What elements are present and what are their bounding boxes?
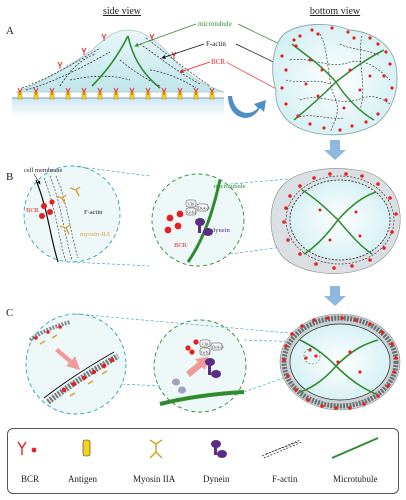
side-bcr-row — [17, 33, 215, 95]
panel-label-c: C — [6, 307, 13, 319]
legend-label-dynein: Dynein — [203, 474, 230, 484]
rotate-arrow — [228, 96, 266, 118]
bottom-view-header: bottom view — [310, 6, 361, 17]
bottom-view-cell-c — [279, 313, 401, 411]
label-grb2-c: Grb2 — [201, 350, 210, 355]
zoom-membrane-b — [23, 165, 121, 263]
panel-label-b: B — [6, 171, 13, 183]
label-bcr2-b: BCR — [174, 242, 188, 249]
legend-label-myosin: Myosin IIA — [133, 474, 176, 484]
label-factin-b: F-actin — [84, 209, 103, 216]
substrate — [12, 98, 224, 118]
label-bcr-b: BCR — [26, 207, 40, 214]
pointer-cell-membrane — [33, 173, 41, 185]
antigen-row — [17, 91, 215, 100]
legend-label-factin: F-actin — [272, 474, 298, 484]
legend-label-antigen: Antigen — [68, 474, 97, 484]
label-myosin-b: myosin-IIA — [80, 231, 111, 238]
side-microtubule — [91, 35, 161, 89]
side-factin — [21, 37, 211, 91]
label-microtubule-b: microtubule — [214, 183, 246, 190]
legend-label-bcr: BCR — [21, 474, 40, 484]
legend-labels: BCR Antigen Myosin IIA Dynein F-actin Mi… — [7, 470, 399, 490]
zoom-dynein-c — [153, 319, 247, 413]
label-microtubule-a: microtubule — [198, 20, 232, 28]
legend-label-microtubule: Microtubule — [333, 474, 378, 484]
label-dok3-b: Dok-3 — [198, 206, 210, 211]
side-cell-body — [15, 29, 225, 93]
down-arrow-2 — [324, 286, 346, 306]
legend — [7, 428, 399, 494]
bottom-view-cell-b — [270, 168, 401, 274]
label-cbl-c: Cbl — [202, 342, 209, 347]
side-view-header: side view — [103, 6, 142, 17]
label-bcr-a: BCR — [211, 58, 225, 66]
down-arrow-1 — [324, 140, 346, 160]
zoom-membrane-c — [25, 313, 127, 415]
label-dok3-c: Dok-3 — [212, 345, 224, 350]
label-dynein-b: dynein — [212, 227, 230, 234]
label-grb2-b: Grb2 — [187, 210, 196, 215]
side-view-cell — [12, 29, 225, 118]
panel-label-a: A — [6, 25, 14, 37]
zoom-dynein-b — [151, 173, 245, 267]
bottom-view-cell-a — [272, 23, 398, 136]
label-cell-membrane: cell membrane — [24, 167, 63, 174]
label-factin-a: F-actin — [206, 40, 226, 48]
label-cbl-b: Cbl — [188, 202, 195, 207]
